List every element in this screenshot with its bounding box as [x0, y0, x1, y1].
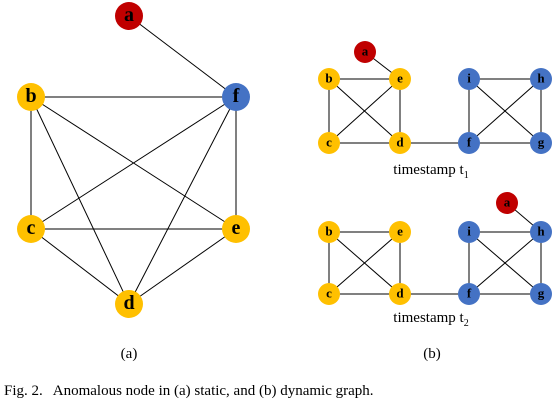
timestamp-1-prefix: timestamp t	[393, 162, 464, 178]
t2-node-h	[530, 221, 552, 243]
timestamp-label-2: timestamp t2	[393, 310, 468, 329]
t2-node-i	[458, 221, 480, 243]
t1-node-c	[318, 132, 340, 154]
static-node-e	[222, 215, 250, 243]
t1-node-label-i: i	[467, 71, 471, 86]
t1-node-label-a: a	[362, 44, 369, 59]
t1-node-h	[530, 68, 552, 90]
figure-caption: Fig. 2. Anomalous node in (a) static, and…	[4, 383, 374, 399]
subfigure-label-b: (b)	[423, 346, 441, 362]
static-node-label-d: d	[123, 292, 134, 314]
static-node-label-b: b	[25, 85, 36, 107]
t1-edge-e-c	[328, 78, 401, 144]
t1-node-label-h: h	[537, 71, 545, 86]
figure-caption-prefix: Fig. 2.	[4, 383, 43, 399]
dynamic-graph-timestamp-1: a b c d e f g h i	[318, 41, 552, 154]
t2-edge-h-f	[468, 231, 542, 295]
t2-node-label-g: g	[538, 286, 545, 301]
t2-node-label-h: h	[537, 224, 545, 239]
timestamp-2-prefix: timestamp t	[393, 310, 464, 326]
timestamp-1-subscript: 1	[464, 170, 469, 181]
t1-node-i	[458, 68, 480, 90]
dynamic-graph-timestamp-2: a b c d e f g h i	[318, 192, 552, 305]
t2-node-b	[318, 221, 340, 243]
t1-node-label-f: f	[467, 135, 472, 150]
static-node-d	[115, 290, 143, 318]
t1-node-d	[389, 132, 411, 154]
t1-edge-h-f	[468, 78, 542, 144]
static-node-c	[17, 215, 45, 243]
figure-caption-text: Anomalous node in (a) static, and (b) dy…	[53, 383, 374, 399]
static-node-label-c: c	[27, 217, 36, 239]
static-node-label-e: e	[232, 217, 241, 239]
t2-node-label-e: e	[397, 224, 403, 239]
static-node-b	[17, 83, 45, 111]
t2-node-e	[389, 221, 411, 243]
t2-node-f	[458, 283, 480, 305]
t2-edge-e-c	[328, 231, 401, 295]
t2-node-label-d: d	[396, 286, 404, 301]
t2-node-c	[318, 283, 340, 305]
timestamp-label-1: timestamp t1	[393, 162, 468, 181]
static-edge-f-d	[128, 96, 237, 305]
static-edge-a-f	[128, 15, 237, 98]
t2-node-label-a: a	[504, 195, 511, 210]
t1-node-label-c: c	[326, 135, 332, 150]
t2-node-label-c: c	[326, 286, 332, 301]
t1-node-a	[354, 41, 376, 63]
t1-node-label-d: d	[396, 135, 404, 150]
t1-node-label-b: b	[325, 71, 332, 86]
static-edge-b-d	[30, 96, 130, 305]
t2-node-label-i: i	[467, 224, 471, 239]
t2-node-g	[530, 283, 552, 305]
t1-node-b	[318, 68, 340, 90]
t1-node-g	[530, 132, 552, 154]
timestamp-2-subscript: 2	[464, 318, 469, 329]
static-edge-d-e	[128, 228, 237, 305]
static-node-label-f: f	[233, 85, 240, 107]
subfigure-label-a: (a)	[121, 346, 138, 362]
static-node-label-a: a	[124, 4, 134, 26]
t2-node-label-f: f	[467, 286, 472, 301]
static-node-a	[115, 2, 143, 30]
t1-node-e	[389, 68, 411, 90]
static-edge-c-d	[30, 228, 130, 305]
t2-node-label-b: b	[325, 224, 332, 239]
t1-node-f	[458, 132, 480, 154]
static-graph: a b c d e f	[17, 2, 250, 318]
static-edge-c-f	[30, 96, 237, 230]
t1-node-label-g: g	[538, 135, 545, 150]
t1-node-label-e: e	[397, 71, 403, 86]
t2-node-d	[389, 283, 411, 305]
static-node-f	[222, 83, 250, 111]
t2-node-a	[496, 192, 518, 214]
